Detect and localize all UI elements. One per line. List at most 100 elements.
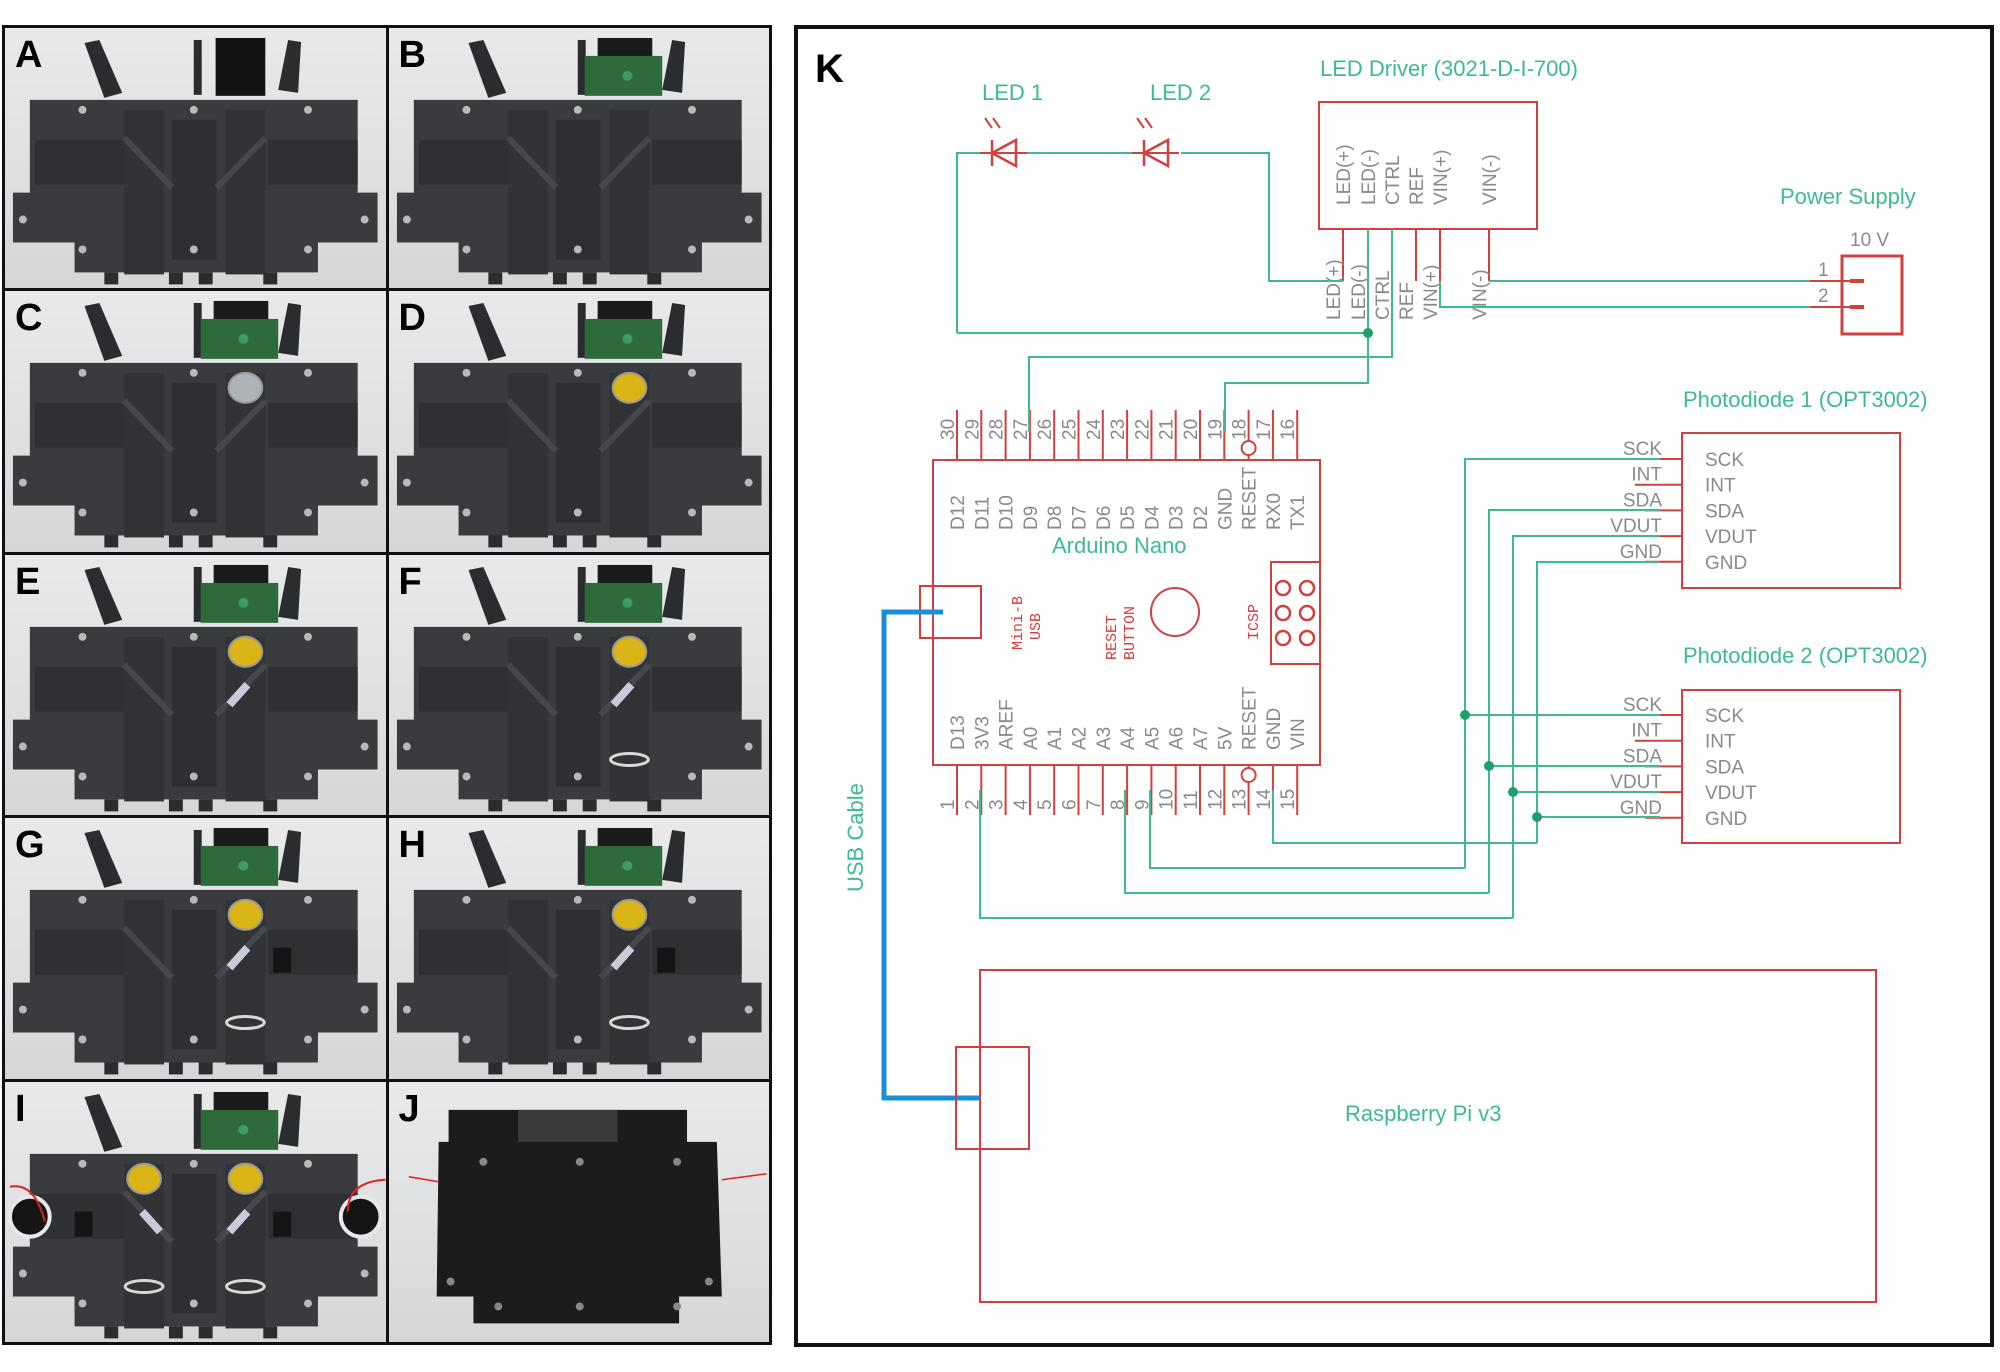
pcb-connector: [597, 828, 652, 851]
photodiode-pin-label-outside: SCK: [1623, 695, 1662, 716]
diagonal-rib: [122, 662, 175, 717]
screw-icon: [573, 105, 582, 114]
sensor-right: [273, 1211, 292, 1237]
panel-letter: H: [398, 824, 426, 867]
right-bore: [651, 139, 742, 185]
icsp-label: ICSP: [1246, 604, 1263, 640]
arduino-top-pin-number: 30: [938, 419, 959, 440]
reset-button-label-2: BUTTON: [1122, 606, 1139, 660]
pcb-connector: [213, 828, 269, 851]
arduino-bottom-pin-name: 3V3: [972, 716, 993, 750]
housing-foot: [552, 799, 567, 812]
wire-led2-driver-positive: [1181, 152, 1343, 282]
arduino-title: Arduino Nano: [1052, 533, 1187, 558]
left-optical-tube: [124, 373, 164, 538]
wire-red: [408, 1175, 439, 1183]
pcb-connector: [597, 564, 652, 587]
housing-foot: [487, 799, 502, 812]
center-channel: [555, 383, 601, 523]
device-photo: [12, 828, 378, 1075]
screw-icon: [462, 508, 470, 517]
left-optical-tube: [124, 636, 164, 802]
arduino-top-pin-number: 20: [1181, 419, 1202, 440]
arduino-top-pin-name: D9: [1021, 506, 1042, 530]
screw-icon: [360, 742, 369, 751]
power-supply-connector: [1840, 254, 1904, 336]
diagonal-rib: [505, 399, 558, 454]
arduino-top-pin-name: D3: [1167, 506, 1188, 530]
reset-button-label-1: RESET: [1104, 615, 1121, 660]
photodiode-1-title: Photodiode 1 (OPT3002): [1683, 387, 1928, 412]
screw-icon: [672, 1302, 681, 1311]
screw-icon: [402, 478, 411, 487]
housing-foot: [487, 535, 502, 548]
housing-foot: [168, 272, 183, 285]
photodiode-pin-label-inside: INT: [1705, 476, 1736, 497]
screw-icon: [462, 105, 470, 114]
wire-scl-pd1: [1464, 458, 1660, 868]
screw-icon: [304, 772, 312, 781]
left-bore: [418, 403, 508, 449]
arduino-top-pin-number: 17: [1254, 419, 1275, 440]
screw-icon: [573, 632, 582, 641]
lens-right: [227, 899, 264, 931]
housing-fin: [661, 566, 685, 620]
photodiode-pin-label-inside: SCK: [1705, 706, 1744, 727]
screw-icon: [402, 1005, 411, 1014]
arduino-top-pin-name: D10: [997, 495, 1018, 530]
panel-letter: J: [398, 1087, 420, 1130]
photodiode-pin-label-outside: VDUT: [1610, 772, 1662, 793]
screw-icon: [462, 369, 470, 378]
housing-foot: [552, 272, 567, 285]
arduino-top-pin-number: 25: [1060, 419, 1081, 440]
photodiode-pin-label-outside: GND: [1620, 798, 1662, 819]
screw-icon: [304, 369, 312, 378]
arduino-bottom-pin-name: VIN: [1288, 718, 1309, 750]
panel-letter: E: [15, 560, 41, 603]
wire-gnd-bus: [1272, 790, 1537, 844]
housing-foot: [582, 1062, 597, 1075]
housing-fin: [661, 830, 685, 884]
usb-cable: [881, 609, 980, 1101]
ring-right: [608, 751, 650, 767]
housing-foot: [198, 535, 213, 548]
photodiode-pin-label-inside: INT: [1705, 732, 1736, 753]
connector-pin-2-number: 2: [1818, 286, 1829, 307]
photodiode-pin-label-outside: INT: [1631, 465, 1662, 486]
ring-left: [123, 1278, 165, 1294]
center-channel: [555, 119, 601, 260]
screw-icon: [189, 632, 198, 641]
lens-right: [227, 372, 264, 405]
screw-icon: [18, 478, 27, 487]
mini-usb-label-1: Mini-B: [1010, 596, 1027, 650]
sensor-right: [273, 947, 292, 973]
housing-post: [193, 566, 202, 622]
left-bore: [34, 139, 125, 185]
photo-panel-c: C: [5, 291, 386, 552]
screw-icon: [360, 478, 369, 487]
housing-foot: [104, 535, 119, 548]
device-photo: [396, 301, 762, 548]
arduino-top-pin-number: 24: [1084, 418, 1105, 440]
filter-right: [610, 945, 634, 971]
housing-post: [577, 566, 586, 622]
icsp-hole: [1298, 629, 1316, 647]
right-bore: [651, 666, 742, 712]
screw-icon: [189, 896, 198, 904]
wire-a4-sda: [1124, 790, 1489, 894]
pcb-component: [621, 70, 632, 81]
screw-icon: [462, 245, 470, 254]
lens-right: [611, 372, 647, 405]
arduino-top-pin-number: 28: [987, 419, 1008, 440]
arduino-top-pin-number: 21: [1157, 419, 1178, 440]
left-bore: [418, 666, 508, 712]
screw-icon: [687, 369, 696, 378]
screw-icon: [573, 369, 582, 378]
screw-icon: [704, 1277, 713, 1286]
screw-icon: [189, 508, 198, 517]
mount-block: [215, 37, 266, 96]
led-driver-pin-label-inside: LED(-): [1359, 149, 1380, 205]
screw-icon: [360, 1005, 369, 1014]
photo-panel-b: B: [388, 28, 769, 289]
icsp-hole: [1298, 604, 1316, 622]
